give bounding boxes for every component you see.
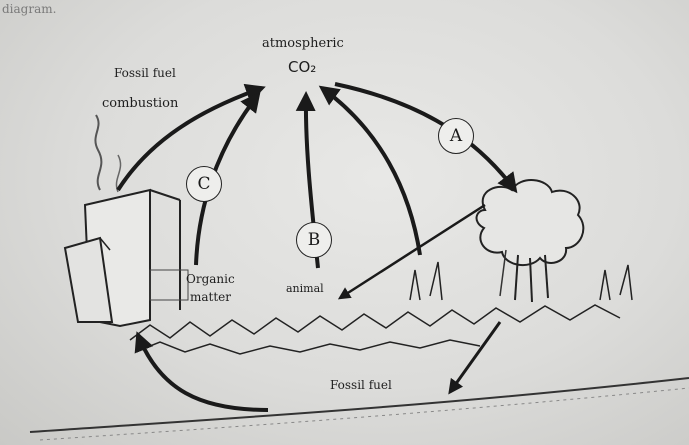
vegetation-strip <box>129 261 633 355</box>
caption-text: diagram. <box>2 2 57 16</box>
arrow-plants-to-co2 <box>318 85 422 256</box>
arrow-tree-to-animal <box>337 203 486 300</box>
marker-a: A <box>438 118 474 154</box>
fossil-fuel-label: Fossil fuel <box>330 378 392 392</box>
ground-line <box>29 377 689 433</box>
fossil-fuel-combustion-label-line1: Fossil fuel <box>114 66 176 80</box>
arrow-co2-to-tree <box>334 82 518 194</box>
organic-matter-label-line2: matter <box>190 290 232 304</box>
arrow-fossil-to-factory <box>134 331 269 412</box>
tree-illustration <box>475 179 585 303</box>
atmospheric-label: atmospheric <box>262 36 344 51</box>
arrow-plants-to-fossil <box>448 321 502 395</box>
marker-b: B <box>296 222 332 258</box>
animal-label: animal <box>286 282 324 295</box>
co2-label: CO₂ <box>288 58 317 76</box>
organic-matter-label-line1: Organic <box>186 272 235 286</box>
flow-arrows <box>116 82 518 412</box>
marker-c: C <box>186 166 222 202</box>
factory-illustration <box>63 114 189 328</box>
fossil-fuel-combustion-label-line2: combustion <box>102 96 179 111</box>
